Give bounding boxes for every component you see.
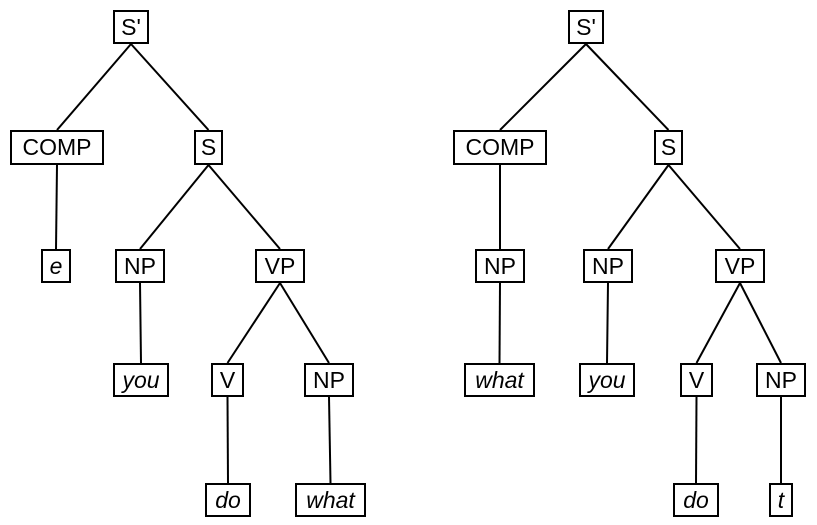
tree-node-vp: VP — [255, 249, 305, 283]
tree-node-np: NP — [475, 249, 525, 283]
tree-node-np: NP — [304, 363, 354, 397]
tree-node-v: V — [211, 363, 244, 397]
tree-node-comp: COMP — [453, 130, 547, 165]
tree-node-s: S — [654, 130, 683, 165]
tree-node-s: S — [194, 130, 223, 165]
tree-node-what: what — [464, 363, 535, 397]
tree-node-t: t — [769, 483, 793, 517]
tree-node-you: you — [579, 363, 635, 397]
tree-node-e: e — [41, 249, 71, 283]
tree-node-you: you — [113, 363, 169, 397]
tree-node-sbar: S' — [568, 10, 604, 44]
tree-node-sbar: S' — [113, 10, 149, 44]
tree-node-do: do — [673, 483, 719, 517]
tree-node-do: do — [205, 483, 251, 517]
tree-node-what: what — [295, 483, 366, 517]
tree-node-np: NP — [115, 249, 165, 283]
tree-node-np: NP — [583, 249, 633, 283]
tree-node-vp: VP — [715, 249, 765, 283]
tree-node-v: V — [680, 363, 713, 397]
tree-node-np: NP — [756, 363, 806, 397]
tree-node-comp: COMP — [10, 130, 104, 165]
